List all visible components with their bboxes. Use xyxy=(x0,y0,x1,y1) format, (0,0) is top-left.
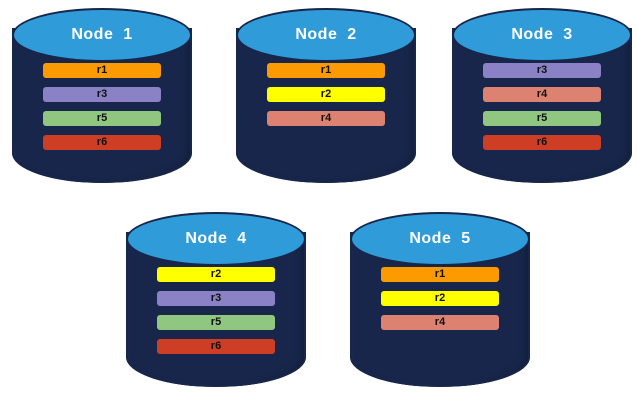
row-bar[interactable]: r5 xyxy=(157,315,275,330)
row-label: r2 xyxy=(320,88,332,100)
row-bar[interactable]: r2 xyxy=(267,87,385,102)
row-label: r1 xyxy=(320,64,332,76)
row-bar[interactable]: r4 xyxy=(381,315,499,330)
row-label: r3 xyxy=(536,64,548,76)
row-label: r5 xyxy=(210,316,222,328)
database-node-3[interactable]: r3 r4 r5 r6 Node 3 xyxy=(452,8,632,183)
row-bar[interactable]: r1 xyxy=(381,267,499,282)
row-label: r6 xyxy=(536,136,548,148)
row-list: r1 r2 r4 xyxy=(381,267,499,330)
database-node-4[interactable]: r2 r3 r5 r6 Node 4 xyxy=(126,212,306,387)
cylinder-top-icon: Node 4 xyxy=(126,212,306,266)
row-label: r5 xyxy=(96,112,108,124)
row-bar[interactable]: r3 xyxy=(43,87,161,102)
cylinder-top-icon: Node 5 xyxy=(350,212,530,266)
cylinder-top-icon: Node 2 xyxy=(236,8,416,62)
row-bar[interactable]: r6 xyxy=(483,135,601,150)
row-bar[interactable]: r6 xyxy=(157,339,275,354)
row-label: r4 xyxy=(434,316,446,328)
row-bar[interactable]: r6 xyxy=(43,135,161,150)
row-label: r2 xyxy=(434,292,446,304)
row-list: r3 r4 r5 r6 xyxy=(483,63,601,150)
row-label: r3 xyxy=(96,88,108,100)
node-title: Node 1 xyxy=(71,26,133,43)
row-label: r6 xyxy=(210,340,222,352)
cylinder-top-icon: Node 3 xyxy=(452,8,632,62)
row-bar[interactable]: r1 xyxy=(267,63,385,78)
row-label: r5 xyxy=(536,112,548,124)
row-bar[interactable]: r2 xyxy=(381,291,499,306)
row-label: r3 xyxy=(210,292,222,304)
row-bar[interactable]: r5 xyxy=(483,111,601,126)
row-label: r1 xyxy=(434,268,446,280)
row-bar[interactable]: r4 xyxy=(267,111,385,126)
database-node-1[interactable]: r1 r3 r5 r6 Node 1 xyxy=(12,8,192,183)
row-label: r4 xyxy=(536,88,548,100)
row-list: r1 r2 r4 xyxy=(267,63,385,126)
row-label: r6 xyxy=(96,136,108,148)
row-bar[interactable]: r1 xyxy=(43,63,161,78)
node-title: Node 5 xyxy=(409,230,471,247)
row-label: r1 xyxy=(96,64,108,76)
node-title: Node 2 xyxy=(295,26,357,43)
row-bar[interactable]: r2 xyxy=(157,267,275,282)
cylinder-top-icon: Node 1 xyxy=(12,8,192,62)
database-node-2[interactable]: r1 r2 r4 Node 2 xyxy=(236,8,416,183)
row-bar[interactable]: r4 xyxy=(483,87,601,102)
row-list: r2 r3 r5 r6 xyxy=(157,267,275,354)
row-bar[interactable]: r3 xyxy=(483,63,601,78)
row-bar[interactable]: r3 xyxy=(157,291,275,306)
row-list: r1 r3 r5 r6 xyxy=(43,63,161,150)
row-bar[interactable]: r5 xyxy=(43,111,161,126)
row-label: r2 xyxy=(210,268,222,280)
node-title: Node 4 xyxy=(185,230,247,247)
database-node-5[interactable]: r1 r2 r4 Node 5 xyxy=(350,212,530,387)
node-title: Node 3 xyxy=(511,26,573,43)
row-label: r4 xyxy=(320,112,332,124)
